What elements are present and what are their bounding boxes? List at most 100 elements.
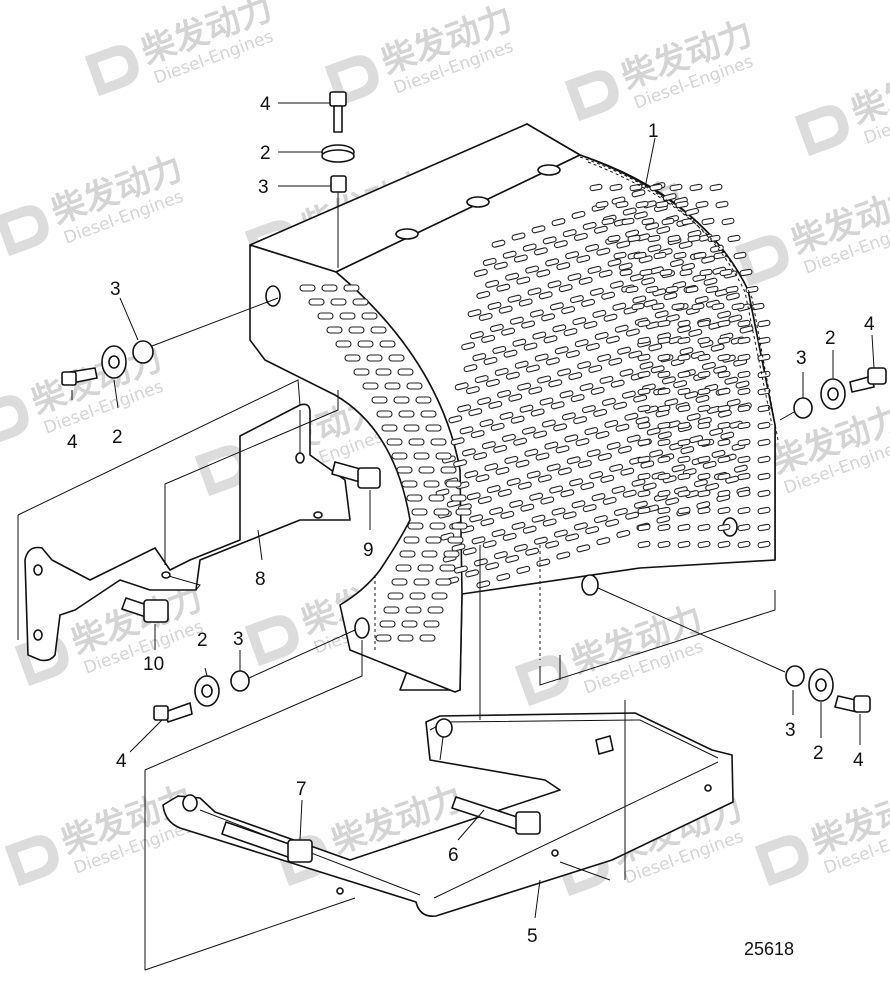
perforation-slot [533,247,548,256]
perforation-slot [391,578,408,586]
perforation-slot [339,312,356,320]
perforation-slot [657,506,671,515]
perforation-slot [717,438,731,447]
watermark-logo-icon [754,835,809,887]
perforation-slot [496,573,511,582]
perforation-slot [485,378,500,387]
perforation-slot [671,464,686,473]
perforation-slot [570,394,585,403]
perforation-slot [613,251,627,260]
perforation-slot [515,459,530,468]
perforation-slot [645,285,659,294]
perforation-slot [383,606,400,614]
perforation-slot [472,353,487,362]
perforation-slot [469,331,484,340]
perforation-slot [480,518,495,527]
perforation-slot [450,494,467,502]
perforation-slot [457,404,472,413]
perforation-slot [560,489,575,498]
perforation-slots [299,182,771,642]
perforation-slot [398,410,415,418]
perforation-slot [757,489,771,498]
perforation-slot [386,438,403,446]
perforation-slot [521,426,536,435]
perforation-slot [585,526,600,535]
perforation-slot [680,446,695,455]
perforation-slot [679,347,694,356]
perforation-slot [525,364,540,373]
perforation-slot [757,319,771,328]
perforation-slot [352,298,369,306]
perforation-slot [606,441,621,450]
perforated-guard [249,123,779,693]
perforation-slot [609,280,624,289]
perforation-slot [511,521,526,530]
perforation-slot [411,508,428,516]
perforation-slot [330,298,347,306]
perforation-slot [598,269,613,278]
perforation-slot [501,433,516,442]
perforation-slot [415,396,432,404]
perforation-slot [542,236,557,245]
perforation-slot [477,496,492,505]
perforation-slot [453,565,468,574]
perforation-slot [727,234,741,243]
perforation-slot [431,592,448,600]
perforation-slot [578,276,593,285]
perforation-slot [510,415,525,424]
perforation-slot [593,225,608,234]
perforation-slot [717,421,731,430]
perforation-slot [569,295,584,304]
perforation-slot [612,302,627,311]
perforation-slot [737,489,751,498]
perforation-slot [488,400,503,409]
left-bolt-set [61,340,154,386]
perforation-slot [584,427,599,436]
perforation-slot [637,387,651,396]
perforation-slot [576,254,591,263]
perforation-slot [583,320,598,329]
perforation-slot [547,280,562,289]
perforation-slot [581,298,596,307]
perforation-slot [463,364,478,373]
callout-4: 4 [116,751,127,772]
perforation-slot [581,405,596,414]
watermark-logo-icon [794,105,849,157]
callout-5: 5 [527,926,538,947]
left-bracket [24,403,351,662]
perforation-slot [427,606,444,614]
perforation-slot [573,522,588,531]
perforation-slot [625,285,639,294]
perforation-slot [401,620,418,628]
perforation-slot [552,324,567,333]
perforation-slot [661,376,676,385]
perforation-slot [617,346,632,355]
perforation-slot [595,200,609,209]
callout-8: 8 [255,569,266,590]
perforation-slot [705,285,719,294]
perforation-slot [551,507,566,516]
callout-3: 3 [233,629,244,650]
perforation-slot [379,620,396,628]
perforation-slot [656,226,671,235]
perforation-slot [633,394,648,403]
perforation-slot [577,460,592,469]
perforation-slot [420,410,437,418]
perforation-slot [545,540,560,549]
perforation-slot [697,353,711,362]
perforation-slot [537,474,552,483]
perforation-slot [596,247,611,256]
perforation-slot [473,268,488,277]
perforation-slot [677,523,691,532]
perforation-slot [703,277,718,286]
perforation-slot [532,331,547,340]
perforation-slot [522,525,537,534]
perforation-slot [717,472,731,481]
perforation-slot [657,472,671,481]
perforation-slot [597,353,612,362]
perforation-slot [737,540,751,549]
perforation-slot [396,466,413,474]
perforation-slot [632,295,647,304]
